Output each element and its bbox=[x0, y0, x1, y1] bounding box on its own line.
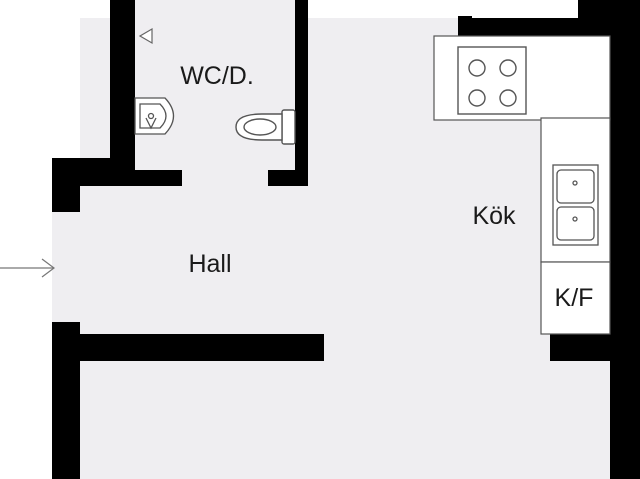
wall-top-kitchen bbox=[458, 18, 640, 36]
wall-hall-left-upper bbox=[52, 158, 80, 212]
room-label-wc: WC/D. bbox=[180, 62, 254, 90]
toilet-icon bbox=[235, 109, 296, 145]
stove-icon bbox=[457, 46, 527, 115]
wall-right-lower bbox=[550, 334, 640, 361]
washbasin-icon bbox=[134, 97, 175, 135]
room-label-hall: Hall bbox=[188, 250, 231, 278]
room-label-kitchen: Kök bbox=[472, 202, 516, 230]
fridge-box bbox=[540, 261, 611, 335]
wall-wc-right bbox=[295, 0, 308, 186]
arrow-right-icon bbox=[0, 258, 55, 278]
wall-wc-bottom-right bbox=[268, 170, 308, 186]
wall-wc-left bbox=[110, 0, 135, 186]
triangle-left-icon bbox=[138, 27, 153, 45]
double-sink-icon bbox=[552, 164, 599, 246]
room-label-fridge: K/F bbox=[555, 284, 594, 312]
wall-right bbox=[610, 0, 640, 479]
wall-hall-bottom bbox=[52, 334, 324, 361]
walls bbox=[52, 0, 640, 479]
floor-areas bbox=[52, 0, 615, 479]
